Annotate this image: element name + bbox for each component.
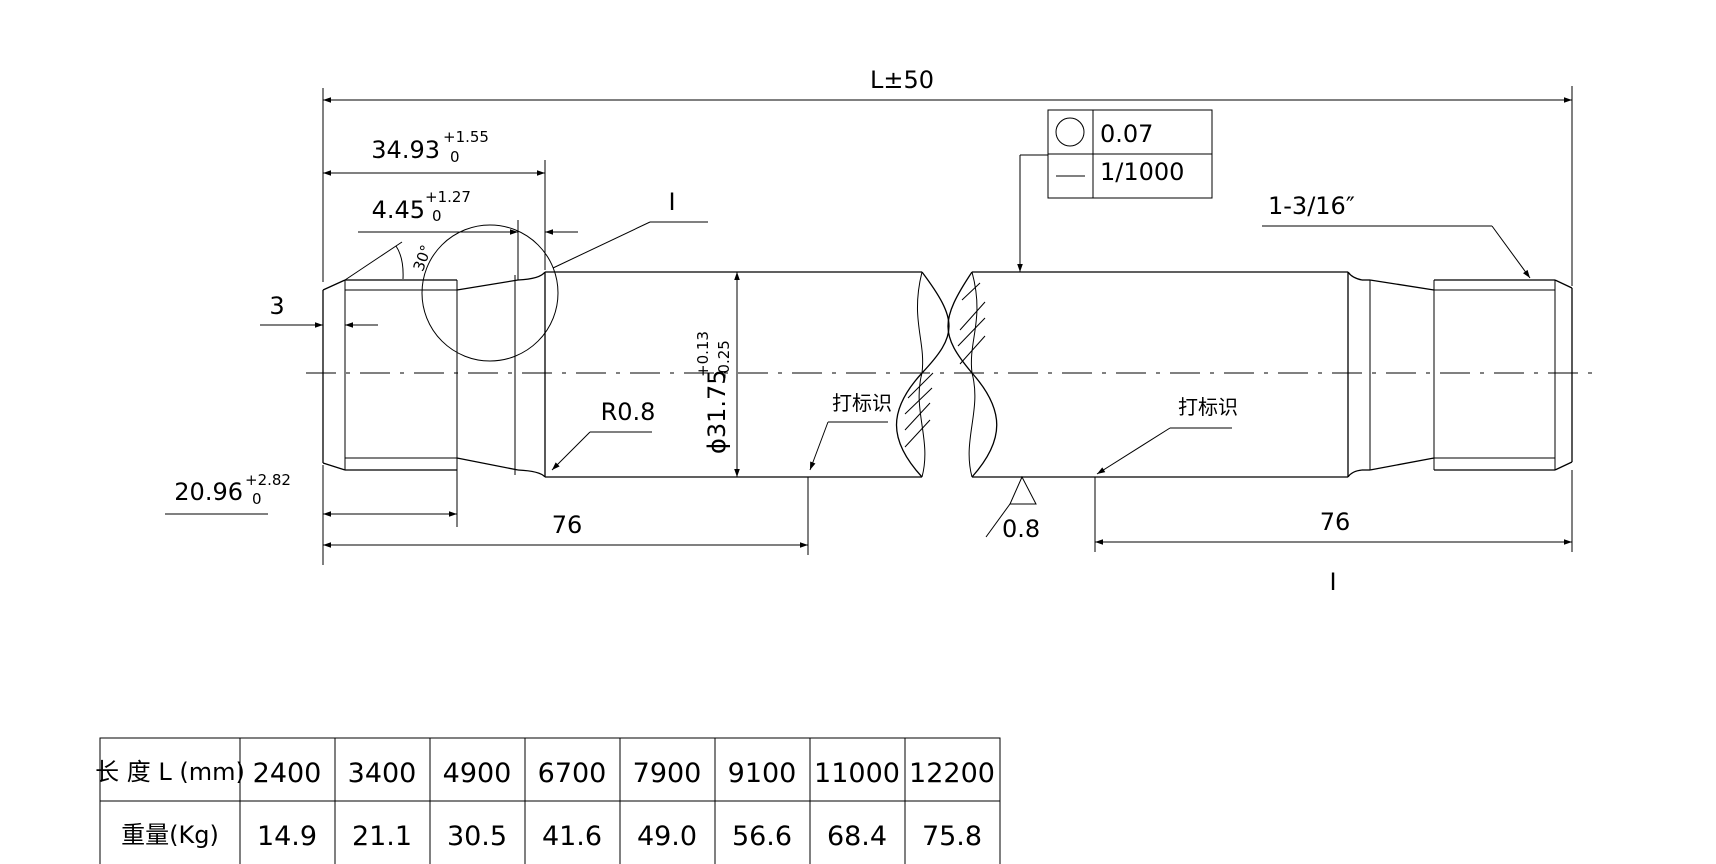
diameter-prefix: ϕ bbox=[703, 438, 731, 454]
thread-size-label: 1-3/16″ bbox=[1268, 192, 1355, 220]
left-marking-dimension: 76 打标识 bbox=[322, 391, 892, 555]
relief-length-dimension: 4.45 +1.27 0 bbox=[358, 188, 578, 280]
diameter-tol-lower: -0.25 bbox=[715, 340, 733, 379]
diameter-tol-upper: +0.13 bbox=[694, 331, 712, 377]
length-weight-table: 长 度 L (mm) 重量(Kg) 2400 3400 4900 6700 79… bbox=[95, 737, 1001, 864]
bottom-thread-label: 20.96 bbox=[174, 478, 243, 506]
bottom-tol-lower: 0 bbox=[252, 490, 262, 508]
table-weight-cell: 21.1 bbox=[352, 821, 412, 852]
table-length-cell: 6700 bbox=[538, 758, 607, 789]
roundness-value: 0.07 bbox=[1100, 120, 1153, 148]
table-length-cell: 7900 bbox=[633, 758, 702, 789]
relief-tol-upper: +1.27 bbox=[425, 188, 471, 206]
thread-size-annotation: 1-3/16″ bbox=[1262, 192, 1531, 279]
diameter-label: 31.75 bbox=[703, 369, 731, 438]
bottom-tol-upper: +2.82 bbox=[245, 471, 291, 489]
roundness-icon bbox=[1055, 117, 1085, 147]
left-marking-label: 打标识 bbox=[832, 391, 892, 415]
table-weight-cell: 14.9 bbox=[257, 821, 317, 852]
table-length-cell: 2400 bbox=[253, 758, 322, 789]
taper-angle-annotation: 30° bbox=[344, 241, 436, 281]
table-weight-cell: 49.0 bbox=[637, 821, 697, 852]
table-weight-cell: 30.5 bbox=[447, 821, 507, 852]
right-marking-dimension: 76 打标识 bbox=[1094, 395, 1573, 552]
rod-left-part bbox=[322, 271, 950, 478]
section-label: I bbox=[1329, 568, 1336, 596]
chamfer-dimension: 3 bbox=[260, 292, 378, 328]
detail-circle: I bbox=[421, 188, 708, 362]
straightness-value: 1/1000 bbox=[1100, 158, 1184, 186]
table-length-cell: 3400 bbox=[348, 758, 417, 789]
thread-length-tol-lower: 0 bbox=[450, 148, 460, 166]
right-marking-length: 76 bbox=[1320, 508, 1351, 536]
bottom-thread-dimension: 20.96 +2.82 0 bbox=[165, 465, 458, 565]
table-weight-cell: 56.6 bbox=[732, 821, 792, 852]
table-header-length: 长 度 L (mm) bbox=[95, 758, 245, 786]
table-length-cell: 9100 bbox=[728, 758, 797, 789]
surface-roughness-symbol: 0.8 bbox=[985, 475, 1040, 543]
table-weight-cell: 75.8 bbox=[922, 821, 982, 852]
table-header-weight: 重量(Kg) bbox=[121, 821, 219, 849]
diameter-dimension: ϕ31.75 +0.13 -0.25 bbox=[694, 272, 740, 477]
thread-length-tol-upper: +1.55 bbox=[443, 128, 489, 146]
thread-length-dimension: 34.93 +1.55 0 bbox=[323, 128, 546, 270]
relief-length-label: 4.45 bbox=[372, 196, 425, 224]
tolerance-frame: 0.07 1/1000 bbox=[1017, 109, 1213, 272]
fillet-annotation: R0.8 bbox=[551, 398, 656, 471]
overall-length-label: L±50 bbox=[870, 66, 934, 94]
surface-roughness-value: 0.8 bbox=[1002, 515, 1040, 543]
table-weight-cell: 41.6 bbox=[542, 821, 602, 852]
thread-length-label: 34.93 bbox=[371, 136, 440, 164]
rod-right-part bbox=[947, 271, 1573, 478]
overall-length-dimension: L±50 bbox=[322, 66, 1573, 286]
table-length-cell: 4900 bbox=[443, 758, 512, 789]
table-length-cell: 11000 bbox=[814, 758, 900, 789]
table-length-cell: 12200 bbox=[909, 758, 995, 789]
chamfer-label: 3 bbox=[269, 292, 284, 320]
fillet-label: R0.8 bbox=[601, 398, 656, 426]
relief-tol-lower: 0 bbox=[432, 207, 442, 225]
table-weight-cell: 68.4 bbox=[827, 821, 887, 852]
right-marking-label: 打标识 bbox=[1178, 395, 1238, 419]
left-marking-length: 76 bbox=[552, 511, 583, 539]
detail-ref-label: I bbox=[668, 188, 675, 216]
svg-text:ϕ31.75: ϕ31.75 bbox=[703, 369, 731, 454]
